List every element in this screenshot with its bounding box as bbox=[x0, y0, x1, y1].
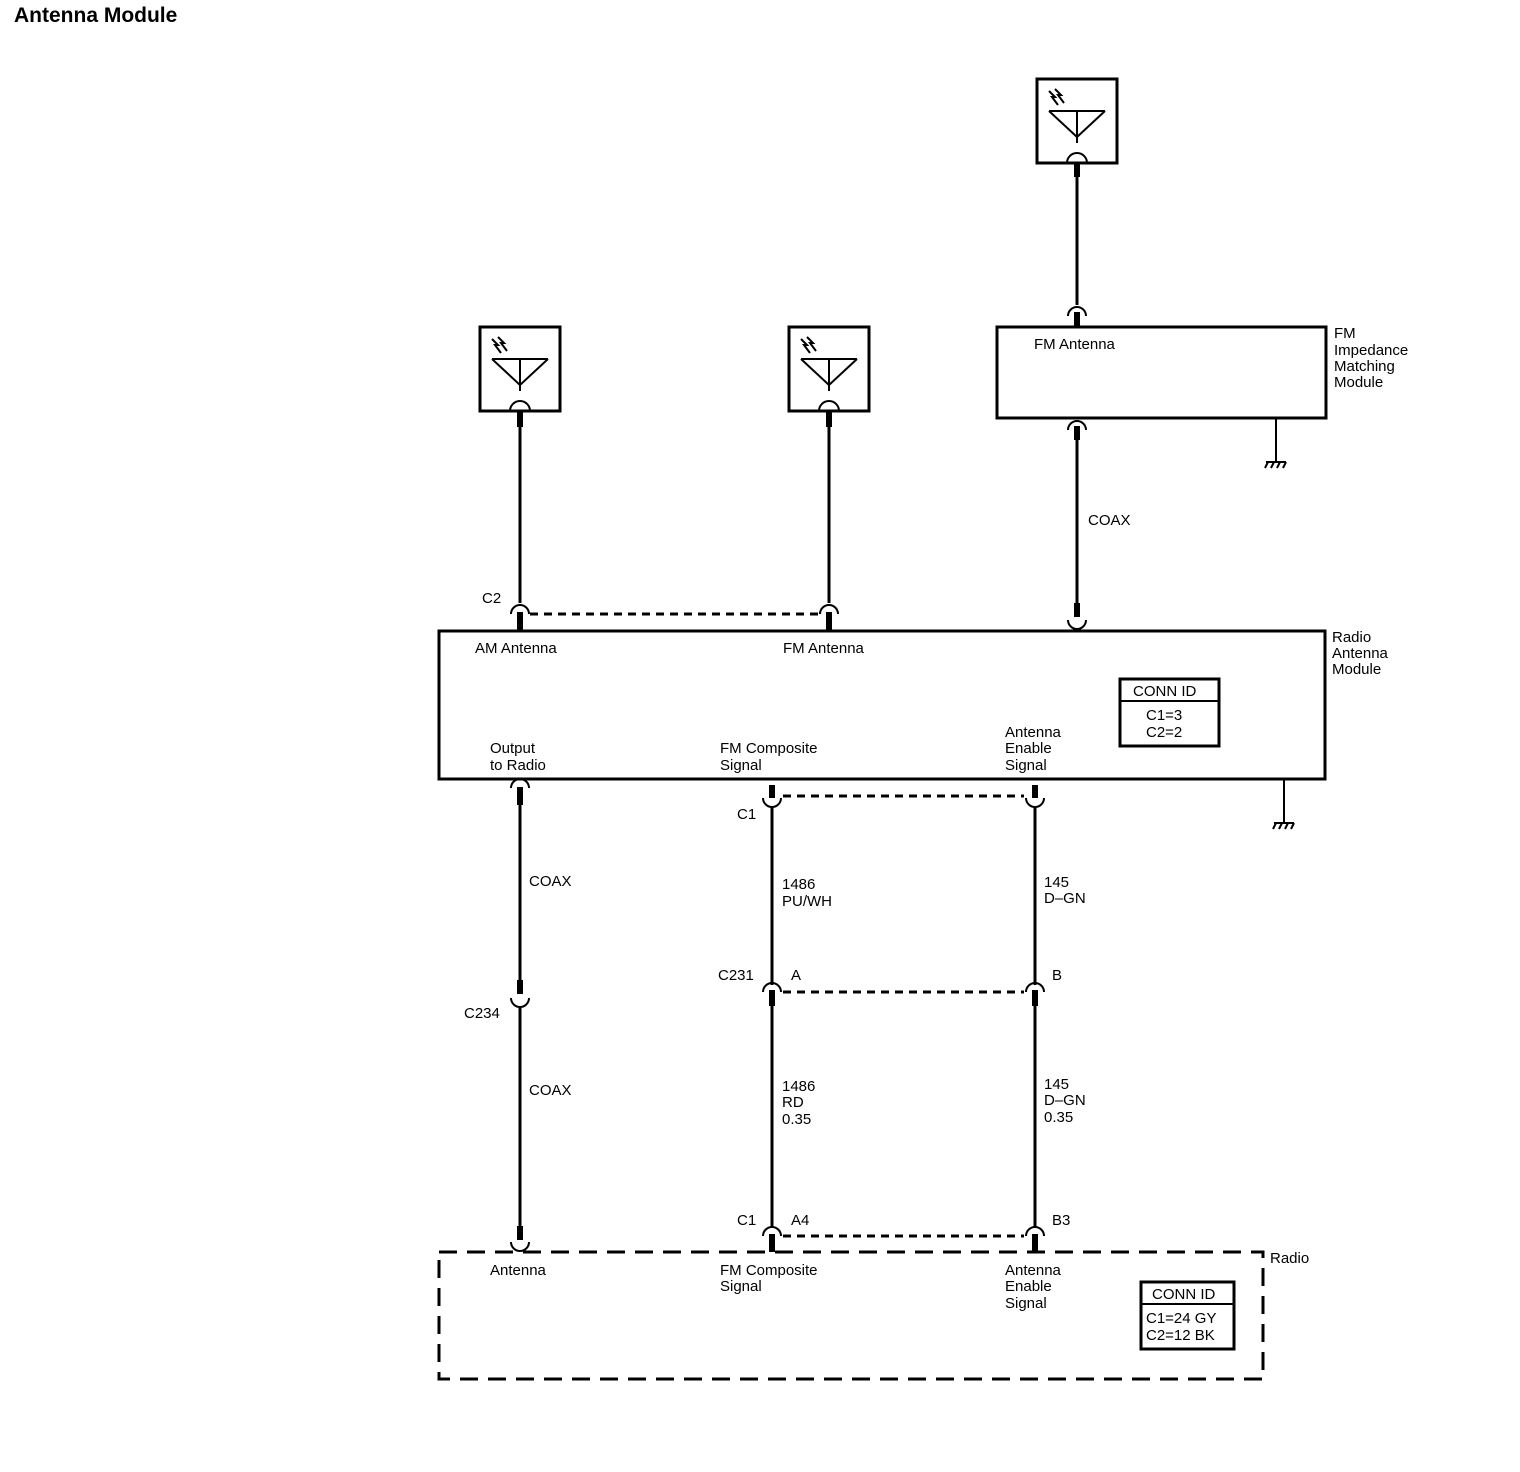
fm-impedance-name-4: Module bbox=[1334, 374, 1383, 391]
fm-lower-circuit: 1486 bbox=[782, 1078, 815, 1095]
connector-c1-module-label: C1 bbox=[737, 806, 756, 823]
ram-conn-id-header: CONN ID bbox=[1133, 683, 1197, 700]
antenna-enable-3: Signal bbox=[1005, 757, 1047, 774]
ram-conn-id-row-1: C1=3 bbox=[1146, 707, 1182, 724]
enable-upper-circuit: 145 bbox=[1044, 874, 1069, 891]
fm-composite-2: Signal bbox=[720, 757, 762, 774]
fm-impedance-module-box bbox=[995, 325, 1328, 420]
radio-antenna-module-box bbox=[437, 629, 1327, 781]
coax-top-label: COAX bbox=[1088, 512, 1131, 529]
am-antenna-icon bbox=[478, 325, 562, 413]
fm-antenna-icon bbox=[787, 325, 871, 413]
radio-box bbox=[437, 1250, 1265, 1381]
page-title: Antenna Module bbox=[14, 4, 177, 27]
radio-name: Radio bbox=[1270, 1250, 1309, 1267]
pin-b3-label: B3 bbox=[1052, 1212, 1070, 1229]
pin-b-label: B bbox=[1052, 967, 1062, 984]
radio-antenna-label: Antenna bbox=[490, 1262, 547, 1279]
radio-conn-id-row-1: C1=24 GY bbox=[1146, 1310, 1216, 1327]
fm-upper-color: PU/WH bbox=[782, 893, 832, 910]
ground-icon bbox=[1264, 418, 1287, 469]
fm-antenna-label: FM Antenna bbox=[783, 640, 865, 657]
antenna-enable-2: Enable bbox=[1005, 740, 1052, 757]
fm-impedance-label: FM Antenna bbox=[1034, 336, 1116, 353]
pin-a-label: A bbox=[791, 967, 801, 984]
coax-lower-label: COAX bbox=[529, 1082, 572, 1099]
ground-icon bbox=[1272, 779, 1295, 830]
radio-antenna-enable-1: Antenna bbox=[1005, 1262, 1062, 1279]
radio-antenna-enable-3: Signal bbox=[1005, 1295, 1047, 1312]
ram-name-3: Module bbox=[1332, 661, 1381, 678]
radio-antenna-enable-2: Enable bbox=[1005, 1278, 1052, 1295]
radio-conn-id-row-2: C2=12 BK bbox=[1146, 1327, 1215, 1344]
fm-impedance-name-2: Impedance bbox=[1334, 342, 1408, 359]
connector-c2-label: C2 bbox=[482, 590, 501, 607]
enable-upper-color: D–GN bbox=[1044, 890, 1086, 907]
enable-lower-circuit: 145 bbox=[1044, 1076, 1069, 1093]
ram-name-2: Antenna bbox=[1332, 645, 1389, 662]
pin-a4-label: A4 bbox=[791, 1212, 809, 1229]
enable-lower-color: D–GN bbox=[1044, 1092, 1086, 1109]
fm-impedance-name-1: FM bbox=[1334, 325, 1356, 342]
connector-c231-label: C231 bbox=[718, 967, 754, 984]
fm-lower-color: RD bbox=[782, 1094, 804, 1111]
ram-conn-id-row-2: C2=2 bbox=[1146, 724, 1182, 741]
fm-upper-circuit: 1486 bbox=[782, 876, 815, 893]
coax-upper-label: COAX bbox=[529, 873, 572, 890]
radio-fm-composite-1: FM Composite bbox=[720, 1262, 818, 1279]
am-antenna-label: AM Antenna bbox=[475, 640, 557, 657]
output-to-radio-1: Output bbox=[490, 740, 536, 757]
radio-conn-id-header: CONN ID bbox=[1152, 1286, 1216, 1303]
radio-conn-id-table: CONN ID C1=24 GY C2=12 BK bbox=[1139, 1280, 1236, 1351]
connector-c234-label: C234 bbox=[464, 1005, 500, 1022]
radio-fm-composite-2: Signal bbox=[720, 1278, 762, 1295]
fm-impedance-name-3: Matching bbox=[1334, 358, 1395, 375]
output-to-radio-2: to Radio bbox=[490, 757, 546, 774]
fm-main-antenna-icon bbox=[1035, 77, 1119, 165]
antenna-enable-1: Antenna bbox=[1005, 724, 1062, 741]
ram-conn-id-table: CONN ID C1=3 C2=2 bbox=[1118, 677, 1221, 748]
fm-lower-size: 0.35 bbox=[782, 1111, 811, 1128]
fm-composite-1: FM Composite bbox=[720, 740, 818, 757]
connector-c1-radio-label: C1 bbox=[737, 1212, 756, 1229]
ram-name-1: Radio bbox=[1332, 629, 1371, 646]
enable-lower-size: 0.35 bbox=[1044, 1109, 1073, 1126]
